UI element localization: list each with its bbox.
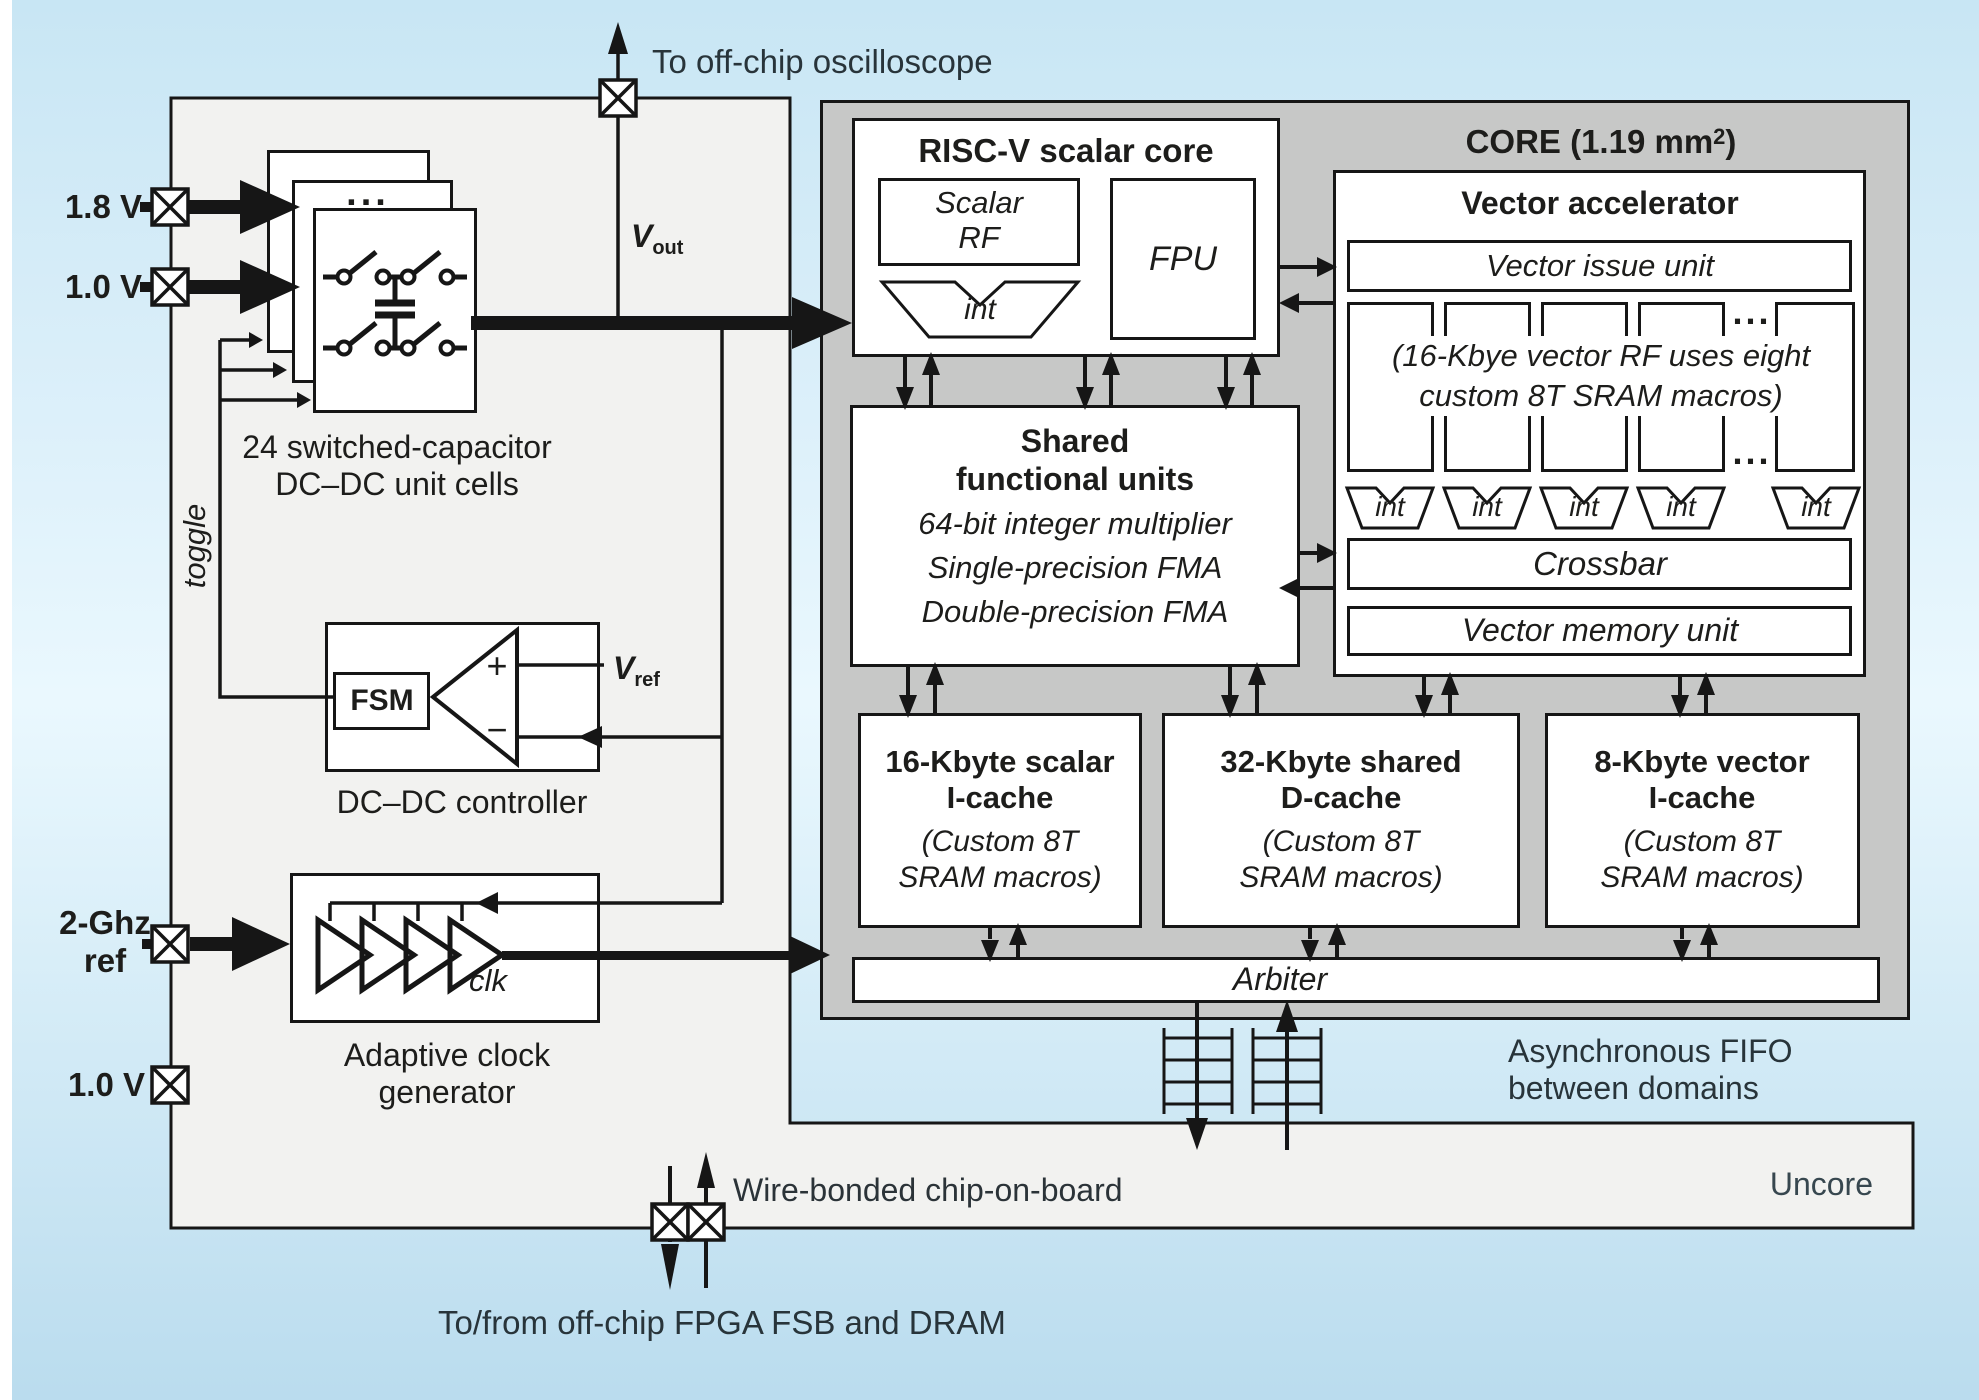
clock-ref-arrow [190, 917, 290, 971]
cache-subtitle: SRAM macros) [1600, 861, 1804, 894]
uncore-label: Uncore [1769, 1166, 1873, 1202]
riscv-int-label: int [964, 293, 996, 326]
fifo-label-1: Asynchronous FIFO [1508, 1033, 1793, 1069]
comparator-plus: + [486, 645, 508, 686]
vout-label: Vout [631, 218, 684, 259]
vector-rf-caption-2: custom 8T SRAM macros) [1419, 378, 1783, 413]
vref-label: Vref [613, 650, 660, 691]
controller-caption: DC–DC controller [336, 784, 588, 820]
cache-title: 32-Kbyte shared [1220, 744, 1462, 779]
toggle-arrow-icon [297, 392, 311, 408]
pad-icon [150, 187, 190, 227]
shared-functional-units-box [850, 405, 1300, 667]
scalar-icache-box [858, 713, 1142, 928]
lanes-ellipsis-bottom: ... [1732, 431, 1772, 472]
sfu-item: Double-precision FMA [921, 594, 1229, 629]
vector-issue-unit-label: Vector issue unit [1485, 248, 1715, 283]
pad-label-2ghz: 2-Ghz [59, 904, 151, 941]
riscv-title: RISC-V scalar core [918, 132, 1214, 169]
cache-subtitle: SRAM macros) [898, 861, 1102, 894]
clock-generator-box [290, 873, 600, 1023]
lane-int-label: int [1569, 491, 1599, 522]
vector-rf-caption: (16-Kbye vector RF uses eight custom 8T … [1351, 336, 1851, 416]
shared-dcache-box [1162, 713, 1520, 928]
pad-icon [150, 1065, 190, 1105]
sc-unit-cell-front [313, 208, 477, 413]
cache-subtitle: (Custom 8T [1623, 825, 1781, 858]
arbiter-label: Arbiter [1232, 961, 1328, 997]
vector-rf-caption-1: (16-Kbye vector RF uses eight [1391, 338, 1811, 373]
up-arrow-icon [608, 22, 628, 54]
toggle-arrow-icon [249, 332, 263, 348]
vector-icache-box [1545, 713, 1860, 928]
cache-title: D-cache [1280, 780, 1402, 815]
comparator-minus: − [486, 709, 508, 750]
oscilloscope-label: To off-chip oscilloscope [652, 43, 993, 80]
cache-title: I-cache [1648, 780, 1756, 815]
pad-icon [650, 1202, 690, 1242]
vector-memory-unit-box [1347, 606, 1852, 656]
clockgen-caption-1: Adaptive clock [343, 1037, 551, 1073]
toggle-label: toggle [177, 503, 212, 589]
pad-label-2ghz-ref: ref [83, 942, 127, 979]
vector-issue-unit-box [1347, 240, 1852, 292]
fsm-box [333, 672, 430, 730]
clk-label: clk [469, 963, 507, 998]
lane-int-label: int [1801, 491, 1831, 522]
clockgen-caption-2: generator [378, 1074, 516, 1110]
vector-memory-unit-label: Vector memory unit [1461, 612, 1739, 648]
pad-icon [686, 1202, 726, 1242]
pad-label-1v8: 1.8 V [64, 188, 142, 225]
scalar-rf-label-2: RF [958, 220, 1000, 255]
scalar-rf-label-1: Scalar [935, 185, 1023, 220]
arbiter-box [852, 957, 1880, 1003]
scalar-rf-box [878, 178, 1080, 266]
cache-subtitle: (Custom 8T [921, 825, 1079, 858]
sfu-item: 64-bit integer multiplier [918, 506, 1232, 541]
cache-title: I-cache [946, 780, 1054, 815]
pad-icon [150, 267, 190, 307]
lane-int-label: int [1472, 491, 1502, 522]
fpu-box [1110, 178, 1256, 340]
pad-icon [598, 78, 638, 118]
lane-int-label: int [1666, 491, 1696, 522]
toggle-arrow-icon [273, 362, 287, 378]
crossbar-label: Crossbar [1533, 545, 1667, 582]
sfu-title-1: Shared [1020, 423, 1130, 459]
page-margin [0, 0, 12, 1400]
sfu-title-2: functional units [955, 461, 1195, 497]
fifo-icon [1162, 1028, 1323, 1114]
sfu-item: Single-precision FMA [927, 550, 1223, 585]
vector-accelerator-title: Vector accelerator [1461, 185, 1739, 221]
cache-subtitle: (Custom 8T [1262, 825, 1420, 858]
cache-title: 8-Kbyte vector [1594, 744, 1810, 779]
pad-label-1v0: 1.0 V [64, 268, 142, 305]
sc-cells-caption-2: DC–DC unit cells [275, 466, 519, 502]
fsm-label: FSM [350, 684, 414, 717]
cache-title: 16-Kbyte scalar [885, 744, 1115, 779]
wirebond-label: Wire-bonded chip-on-board [733, 1172, 1123, 1208]
sc-cells-caption-1: 24 switched-capacitor [242, 429, 552, 465]
fpu-label: FPU [1149, 240, 1217, 278]
fpga-label: To/from off-chip FPGA FSB and DRAM [438, 1304, 1006, 1341]
lanes-ellipsis-top: ... [1732, 291, 1772, 332]
fifo-label-2: between domains [1508, 1070, 1759, 1106]
core-title: CORE (1.19 mm2) [1465, 123, 1737, 160]
crossbar-box [1347, 538, 1852, 590]
sc-cells-ellipsis: ... [346, 172, 390, 214]
lane-int-label: int [1375, 491, 1405, 522]
cache-subtitle: SRAM macros) [1239, 861, 1443, 894]
pad-label-1v0-bottom: 1.0 V [67, 1066, 145, 1103]
vout-bus-arrow [471, 297, 852, 349]
